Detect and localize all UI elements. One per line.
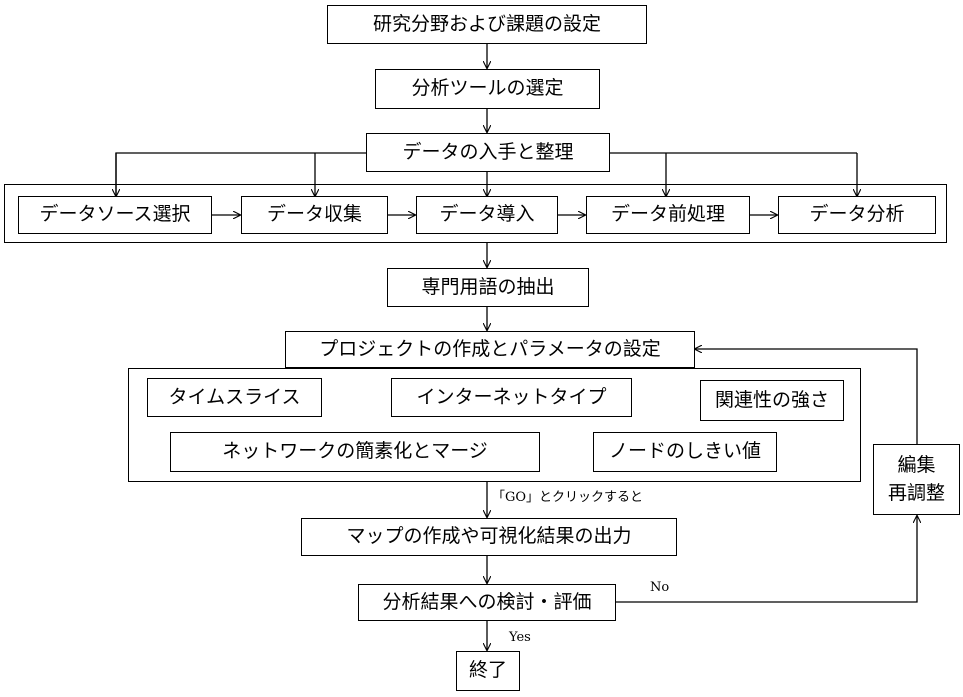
data-pipeline-group [4, 184, 947, 243]
step-end: 終了 [456, 651, 520, 691]
pipeline-step-source: データソース選択 [18, 196, 212, 234]
param-time-slice-label: タイムスライス [168, 385, 301, 408]
pipeline-step-analysis: データ分析 [778, 196, 936, 234]
pipeline-step-analysis-label: データ分析 [809, 203, 905, 226]
step-project-setup: プロジェクトの作成とパラメータの設定 [285, 331, 695, 368]
step-define-topic-label: 研究分野および課題の設定 [372, 12, 601, 35]
step-map-output-label: マップの作成や可視化結果の出力 [346, 525, 632, 548]
param-time-slice: タイムスライス [147, 378, 322, 417]
param-node-threshold-label: ノードのしきい値 [608, 440, 761, 463]
param-internet-type-label: インターネットタイプ [416, 385, 607, 408]
step-evaluate-label: 分析結果への検討・評価 [382, 590, 592, 613]
arrow-edit-to-project [695, 349, 918, 444]
readjust-label: 再調整 [887, 481, 945, 504]
param-internet-type: インターネットタイプ [391, 378, 632, 417]
edge-label-no: No [650, 580, 670, 595]
pipeline-step-import: データ導入 [416, 196, 558, 234]
edge-label-yes: Yes [509, 630, 531, 645]
param-network-simplify: ネットワークの簡素化とマージ [170, 432, 540, 472]
step-select-tool-label: 分析ツールの選定 [411, 77, 564, 100]
step-select-tool: 分析ツールの選定 [375, 69, 600, 109]
pipeline-step-import-label: データ導入 [439, 203, 535, 226]
param-network-simplify-label: ネットワークの簡素化とマージ [222, 440, 488, 463]
step-project-setup-label: プロジェクトの作成とパラメータの設定 [319, 337, 661, 360]
step-evaluate: 分析結果への検討・評価 [358, 584, 616, 621]
edit-readjust-box: 編集 再調整 [873, 444, 960, 515]
edge-label-go-click: 「GO」とクリックすると [492, 490, 644, 505]
param-relation-strength-label: 関連性の強さ [714, 388, 829, 411]
param-relation-strength: 関連性の強さ [700, 380, 844, 421]
step-get-data-label: データの入手と整理 [402, 140, 574, 163]
parameters-group [128, 368, 861, 482]
param-node-threshold: ノードのしきい値 [593, 432, 777, 472]
pipeline-step-collect: データ収集 [241, 196, 388, 234]
step-term-extraction-label: 専門用語の抽出 [421, 275, 555, 298]
edit-label: 編集 [897, 453, 936, 476]
step-term-extraction: 専門用語の抽出 [387, 268, 589, 307]
pipeline-step-collect-label: データ収集 [266, 203, 362, 226]
step-end-label: 終了 [468, 659, 507, 682]
arrow-no-to-edit [615, 516, 917, 603]
step-map-output: マップの作成や可視化結果の出力 [301, 518, 677, 556]
pipeline-step-preprocess: データ前処理 [586, 196, 750, 234]
pipeline-step-preprocess-label: データ前処理 [610, 203, 725, 226]
pipeline-step-source-label: データソース選択 [39, 203, 191, 226]
step-get-data: データの入手と整理 [366, 133, 610, 172]
step-define-topic: 研究分野および課題の設定 [327, 5, 647, 44]
